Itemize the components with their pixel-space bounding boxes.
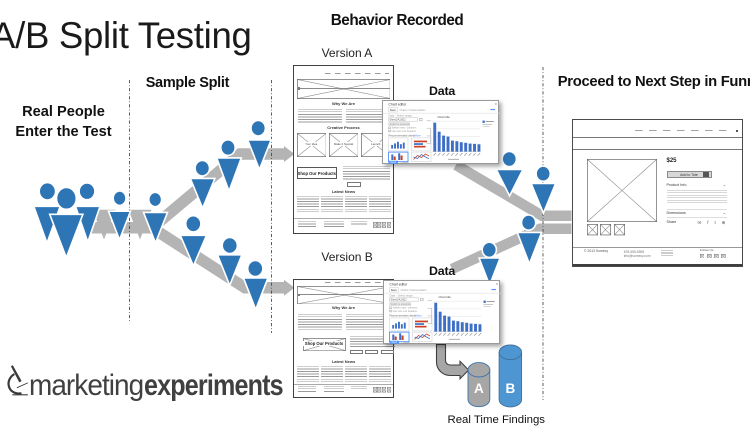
svg-text:Recommended charts: Recommended charts <box>389 133 416 137</box>
svg-text:Sheet1!A1:B12: Sheet1!A1:B12 <box>391 298 408 301</box>
svg-text:Use row 1 as headers: Use row 1 as headers <box>392 130 417 133</box>
svg-text:Switch rows / columns: Switch rows / columns <box>392 127 417 130</box>
svg-text:Charts: Charts <box>400 108 409 112</box>
svg-text:×: × <box>495 102 498 107</box>
svg-text:A: A <box>474 381 484 396</box>
svg-text:×: × <box>496 281 499 286</box>
svg-text:Charts: Charts <box>401 287 410 291</box>
svg-text:Switch rows / columns: Switch rows / columns <box>393 306 418 309</box>
svg-text:Data - Select range...: Data - Select range... <box>389 114 415 118</box>
svg-text:Customization: Customization <box>410 287 428 291</box>
svg-text:B: B <box>506 381 516 396</box>
svg-text:Use row 1 as headers: Use row 1 as headers <box>393 309 418 312</box>
svg-text:Insert: Insert <box>390 161 396 164</box>
svg-text:Cancel: Cancel <box>401 161 409 165</box>
svg-text:Data - Select range...: Data - Select range... <box>390 293 416 297</box>
svg-text:Sheet1!A1:B12: Sheet1!A1:B12 <box>390 118 407 121</box>
svg-text:More: More <box>415 133 422 137</box>
svg-text:Switch to rows/cols: Switch to rows/cols <box>390 123 411 126</box>
svg-text:Chart editor: Chart editor <box>389 102 408 106</box>
svg-text:Cancel: Cancel <box>402 340 410 344</box>
svg-text:Start: Start <box>391 287 397 291</box>
svg-text:Chart editor: Chart editor <box>390 282 409 286</box>
svg-text:More: More <box>416 313 423 317</box>
svg-text:Chart title: Chart title <box>439 295 452 299</box>
svg-text:Chart title: Chart title <box>438 115 451 119</box>
svg-text:Recommended charts: Recommended charts <box>390 313 417 317</box>
svg-text:Customization: Customization <box>409 108 427 112</box>
svg-text:Insert: Insert <box>391 341 397 344</box>
svg-text:Switch to rows/cols: Switch to rows/cols <box>391 302 412 305</box>
svg-text:Start: Start <box>390 108 396 112</box>
